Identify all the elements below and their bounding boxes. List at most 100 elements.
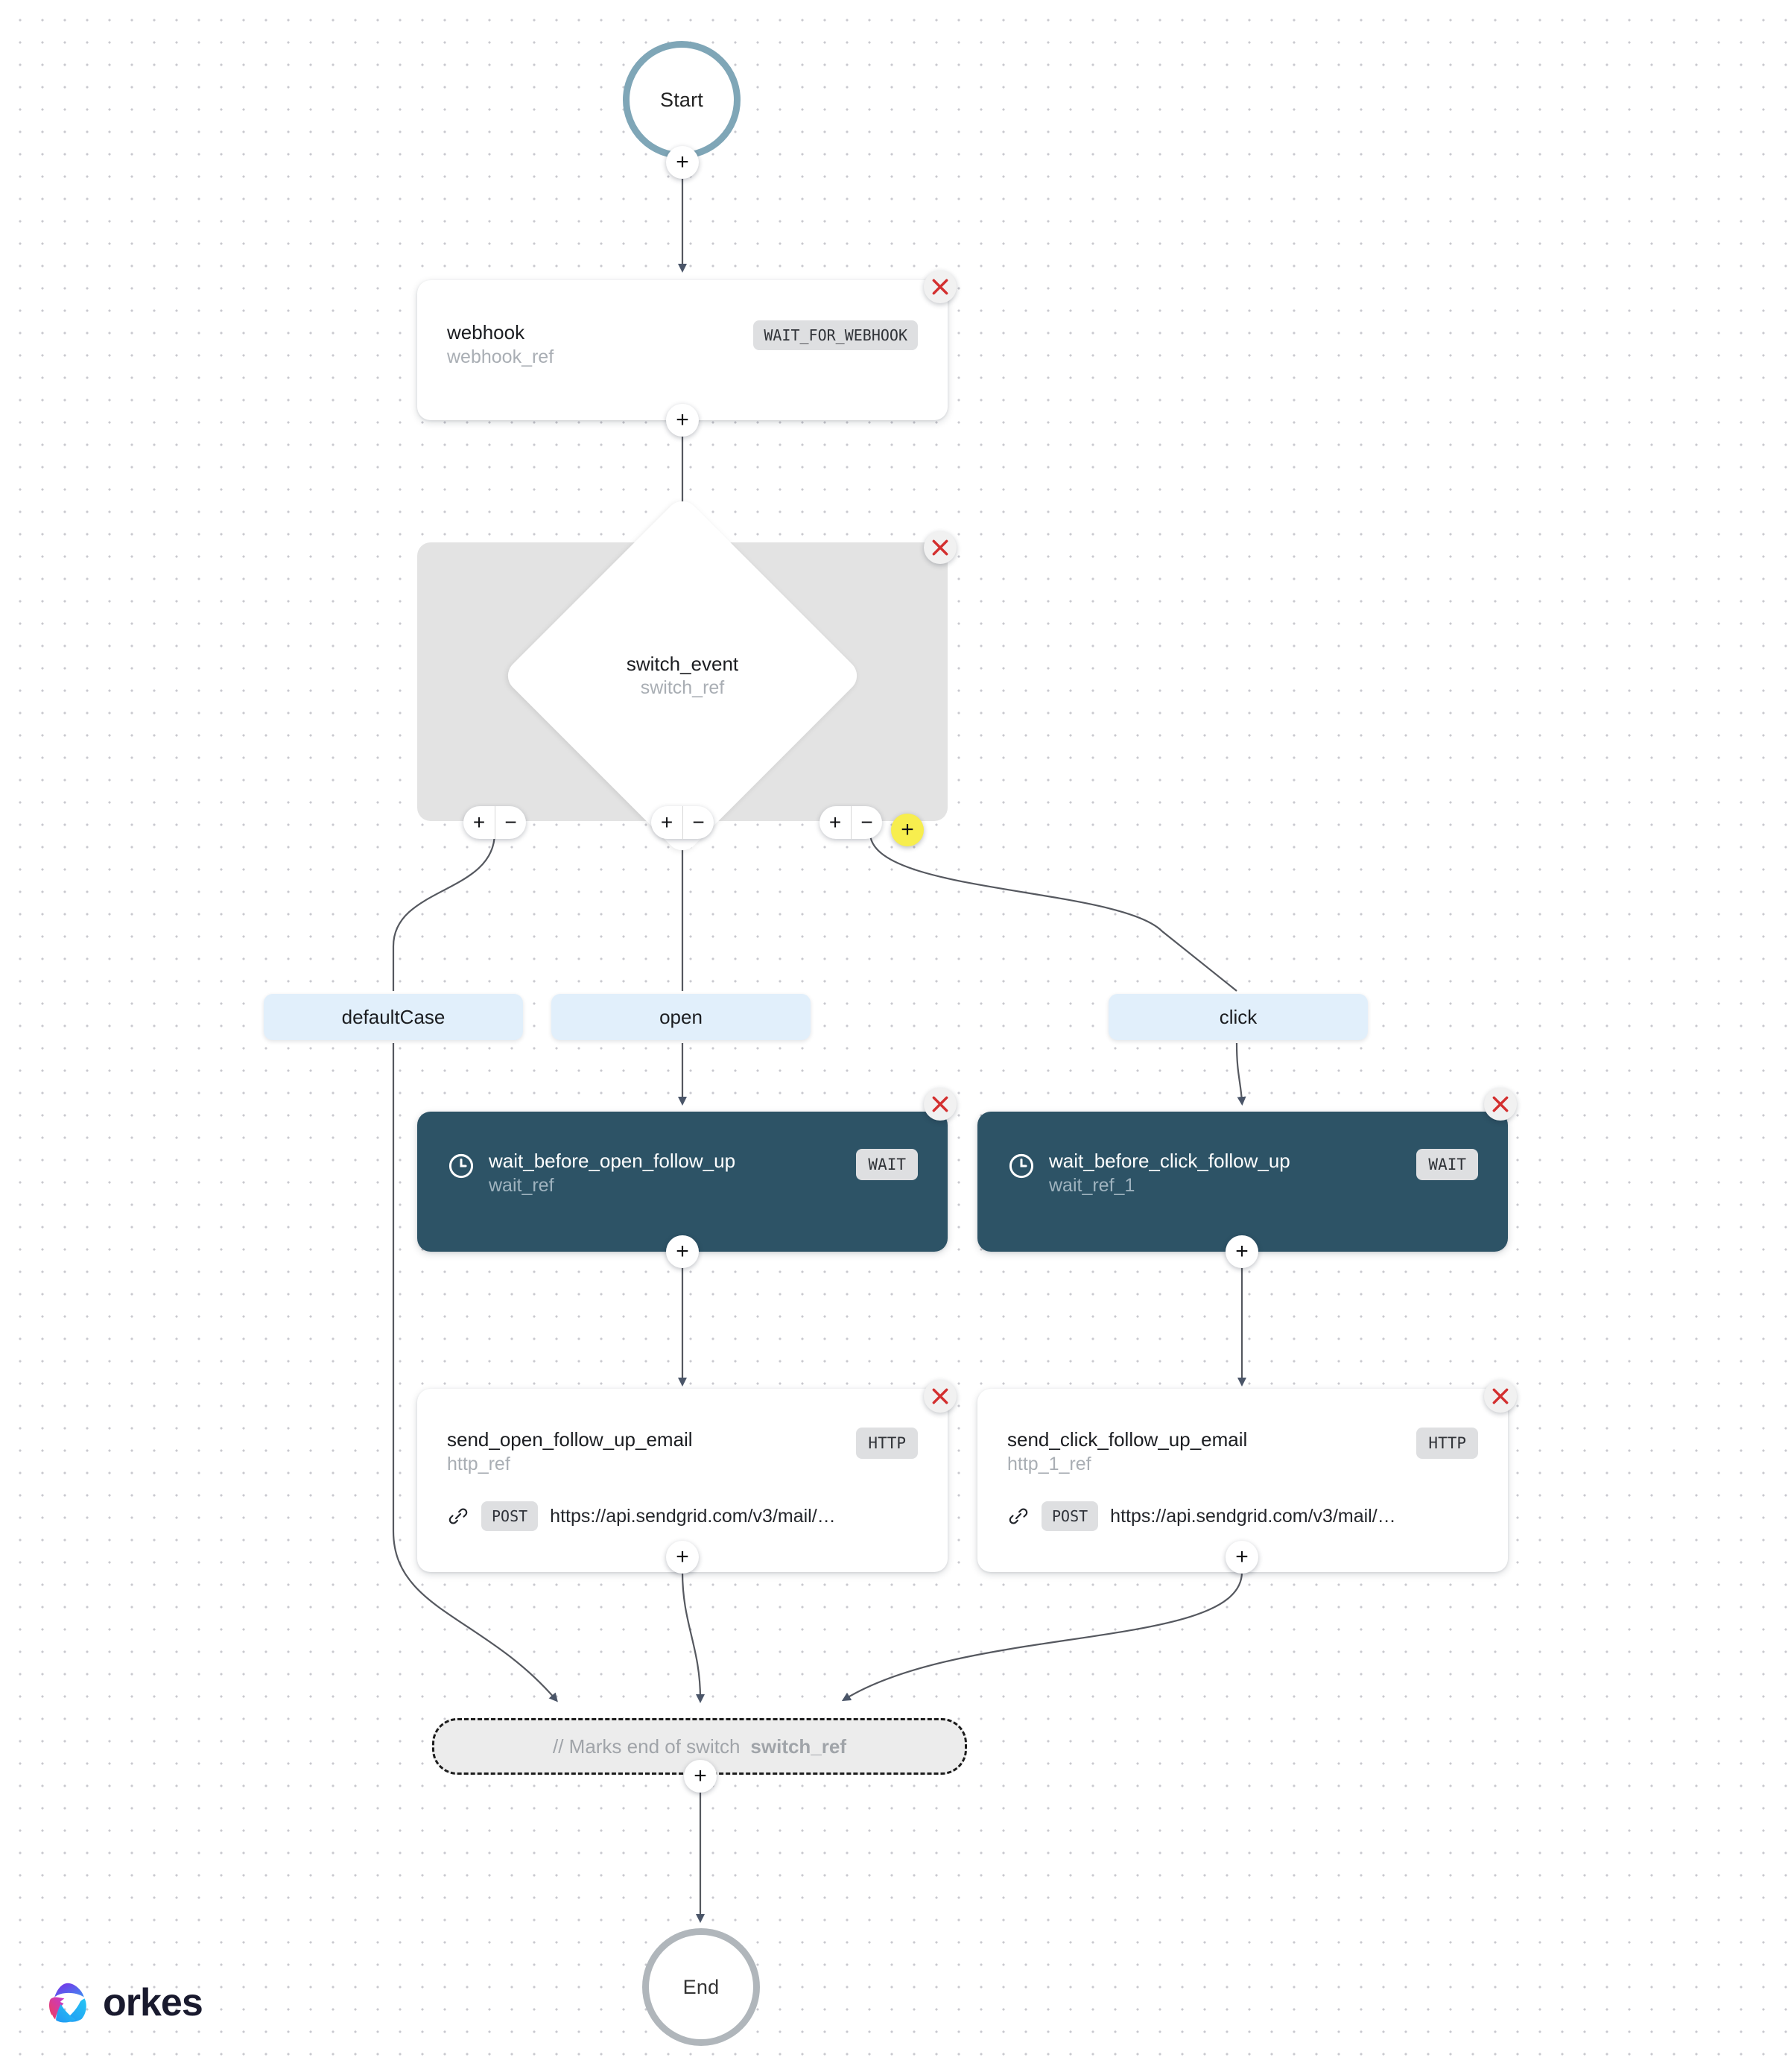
- case-label: click: [1219, 1005, 1258, 1028]
- webhook-titles: webhook webhook_ref: [447, 320, 554, 369]
- orkes-mark-icon: [48, 1983, 86, 2023]
- edge-switch-defaultcase: [392, 832, 496, 991]
- remove-branch-defaultcase-button[interactable]: −: [495, 806, 526, 839]
- plus-glyph: +: [1235, 1239, 1249, 1264]
- case-pill-click[interactable]: click: [1109, 994, 1368, 1040]
- link-icon: [448, 1508, 468, 1524]
- delete-wait-open-button[interactable]: [924, 1088, 957, 1121]
- webhook-task-ref: webhook_ref: [447, 346, 554, 367]
- end-of-switch-comment: // Marks end of switch: [552, 1734, 741, 1758]
- plus-glyph: +: [694, 1764, 707, 1788]
- http-click-card-row: send_click_follow_up_email http_1_ref HT…: [977, 1389, 1508, 1476]
- wait-open-card-row: wait_before_open_follow_up wait_ref WAIT: [417, 1112, 948, 1197]
- wait-click-card-row: wait_before_click_follow_up wait_ref_1 W…: [977, 1112, 1508, 1197]
- http-click-url: https://api.sendgrid.com/v3/mail/…: [1110, 1505, 1396, 1527]
- add-task-after-wait-open-button[interactable]: +: [666, 1235, 699, 1268]
- start-label: Start: [659, 88, 704, 111]
- task-node-wait-open[interactable]: wait_before_open_follow_up wait_ref WAIT: [417, 1112, 948, 1252]
- http-click-url-row: POST https://api.sendgrid.com/v3/mail/…: [977, 1501, 1508, 1531]
- add-task-after-start-button[interactable]: +: [666, 146, 699, 179]
- http-open-url-row: POST https://api.sendgrid.com/v3/mail/…: [417, 1501, 948, 1531]
- http-open-task-ref: http_ref: [447, 1453, 510, 1474]
- close-icon: [1492, 1388, 1509, 1404]
- switch-task-name: switch_event: [626, 652, 739, 675]
- webhook-type-badge: WAIT_FOR_WEBHOOK: [753, 320, 918, 350]
- add-task-after-http-click-button[interactable]: +: [1226, 1541, 1258, 1574]
- end-node[interactable]: End: [642, 1928, 760, 2046]
- start-node[interactable]: Start: [623, 41, 741, 159]
- close-icon: [1492, 1096, 1509, 1112]
- edge-switch-click: [869, 832, 1237, 992]
- link-icon: [1009, 1508, 1028, 1524]
- add-new-case-button[interactable]: +: [891, 814, 924, 846]
- add-task-after-wait-click-button[interactable]: +: [1226, 1235, 1258, 1268]
- close-icon: [932, 1096, 948, 1112]
- wait-click-titles: wait_before_click_follow_up wait_ref_1: [1049, 1149, 1290, 1197]
- http-open-type-badge: HTTP: [856, 1428, 918, 1459]
- delete-switch-button[interactable]: [924, 531, 957, 564]
- wait-open-titles: wait_before_open_follow_up wait_ref: [489, 1149, 735, 1197]
- http-open-titles: send_open_follow_up_email http_ref: [447, 1428, 693, 1476]
- add-task-after-webhook-button[interactable]: +: [666, 404, 699, 437]
- http-open-card-row: send_open_follow_up_email http_ref HTTP: [417, 1389, 948, 1476]
- branch-controls-click[interactable]: + −: [820, 806, 882, 839]
- wait-open-task-name: wait_before_open_follow_up: [489, 1150, 736, 1172]
- wait-open-type-badge: WAIT: [856, 1149, 918, 1180]
- add-task-after-switch-button[interactable]: +: [684, 1760, 717, 1793]
- orkes-logo: orkes: [46, 1980, 203, 2025]
- case-label: defaultCase: [341, 1005, 446, 1028]
- wait-click-type-badge: WAIT: [1416, 1149, 1478, 1180]
- wait-open-left: wait_before_open_follow_up wait_ref: [447, 1149, 735, 1197]
- plus-glyph: +: [676, 1239, 689, 1264]
- add-branch-defaultcase-button[interactable]: +: [472, 811, 486, 834]
- wait-click-task-ref: wait_ref_1: [1049, 1174, 1135, 1196]
- webhook-task-name: webhook: [447, 321, 525, 343]
- plus-glyph: +: [676, 150, 689, 174]
- remove-branch-open-button[interactable]: −: [682, 806, 714, 839]
- remove-branch-click-button[interactable]: −: [851, 806, 882, 839]
- plus-glyph: +: [1235, 1545, 1249, 1569]
- wait-open-task-ref: wait_ref: [489, 1174, 554, 1196]
- http-click-titles: send_click_follow_up_email http_1_ref: [1007, 1428, 1247, 1476]
- add-branch-open-button[interactable]: +: [660, 811, 673, 834]
- orkes-wordmark: orkes: [103, 1981, 203, 2024]
- end-of-switch-ref: switch_ref: [750, 1734, 847, 1758]
- webhook-card-row: webhook webhook_ref WAIT_FOR_WEBHOOK: [417, 280, 948, 369]
- branch-controls-defaultcase[interactable]: + −: [463, 806, 526, 839]
- delete-http-open-button[interactable]: [924, 1380, 957, 1413]
- case-label: open: [659, 1005, 703, 1028]
- close-icon: [932, 279, 948, 295]
- branch-controls-open[interactable]: + −: [651, 806, 714, 839]
- clock-icon: [1009, 1153, 1034, 1179]
- delete-http-click-button[interactable]: [1484, 1380, 1517, 1413]
- delete-wait-click-button[interactable]: [1484, 1088, 1517, 1121]
- clock-icon: [448, 1153, 474, 1179]
- edge-click-wait: [1235, 1042, 1246, 1106]
- http-open-method-badge: POST: [481, 1501, 539, 1531]
- plus-glyph: +: [676, 408, 689, 432]
- http-open-url: https://api.sendgrid.com/v3/mail/…: [550, 1505, 836, 1527]
- http-click-task-name: send_click_follow_up_email: [1007, 1428, 1248, 1451]
- task-node-webhook[interactable]: webhook webhook_ref WAIT_FOR_WEBHOOK: [417, 280, 948, 420]
- end-label: End: [682, 1975, 720, 1998]
- add-branch-click-button[interactable]: +: [828, 811, 842, 834]
- http-click-method-badge: POST: [1042, 1501, 1099, 1531]
- http-click-task-ref: http_1_ref: [1007, 1453, 1091, 1474]
- edge-httpclick-endswitch: [841, 1571, 1243, 1702]
- delete-webhook-button[interactable]: [924, 270, 957, 303]
- switch-labels: switch_event switch_ref: [554, 548, 811, 804]
- wait-click-left: wait_before_click_follow_up wait_ref_1: [1007, 1149, 1290, 1197]
- http-open-task-name: send_open_follow_up_email: [447, 1428, 693, 1451]
- case-pill-open[interactable]: open: [551, 994, 811, 1040]
- plus-glyph: +: [901, 817, 914, 842]
- edge-httpopen-endswitch: [681, 1571, 705, 1703]
- add-task-after-http-open-button[interactable]: +: [666, 1541, 699, 1574]
- case-pill-defaultcase[interactable]: defaultCase: [264, 994, 523, 1040]
- close-icon: [932, 1388, 948, 1404]
- http-click-type-badge: HTTP: [1416, 1428, 1478, 1459]
- wait-click-task-name: wait_before_click_follow_up: [1049, 1150, 1290, 1172]
- close-icon: [932, 539, 948, 556]
- task-node-wait-click[interactable]: wait_before_click_follow_up wait_ref_1 W…: [977, 1112, 1508, 1252]
- switch-task-ref: switch_ref: [640, 677, 725, 698]
